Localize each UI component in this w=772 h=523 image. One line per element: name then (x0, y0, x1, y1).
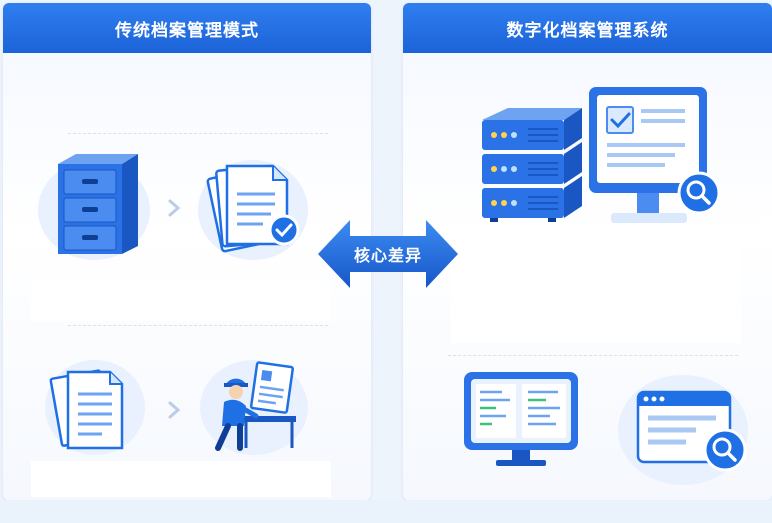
browser-search-icon (636, 390, 747, 472)
arrow-right-icon (168, 401, 181, 419)
monitor-search-icon (589, 87, 721, 223)
divider-right (448, 355, 738, 356)
divider-top (68, 133, 328, 134)
paper-stack-icon (49, 369, 124, 450)
divider-middle (68, 325, 328, 326)
server-rack-icon (482, 108, 582, 222)
core-difference-label: 核心差异 (353, 246, 422, 265)
arrow-right-icon (168, 199, 181, 217)
digital-panel-body (403, 53, 772, 500)
caption-placeholder-3 (451, 243, 741, 343)
core-difference-badge (318, 220, 458, 288)
traditional-panel-title: 传统档案管理模式 (3, 3, 371, 53)
caption-placeholder-2 (31, 461, 331, 497)
filing-cabinet-icon (58, 154, 138, 254)
worker-at-desk-icon (215, 361, 296, 451)
caption-placeholder-1 (31, 281, 331, 321)
code-monitor-icon (464, 372, 578, 466)
document-checked-icon (206, 164, 300, 253)
digital-panel-title: 数字化档案管理系统 (403, 3, 772, 53)
footer-strip (0, 500, 772, 523)
